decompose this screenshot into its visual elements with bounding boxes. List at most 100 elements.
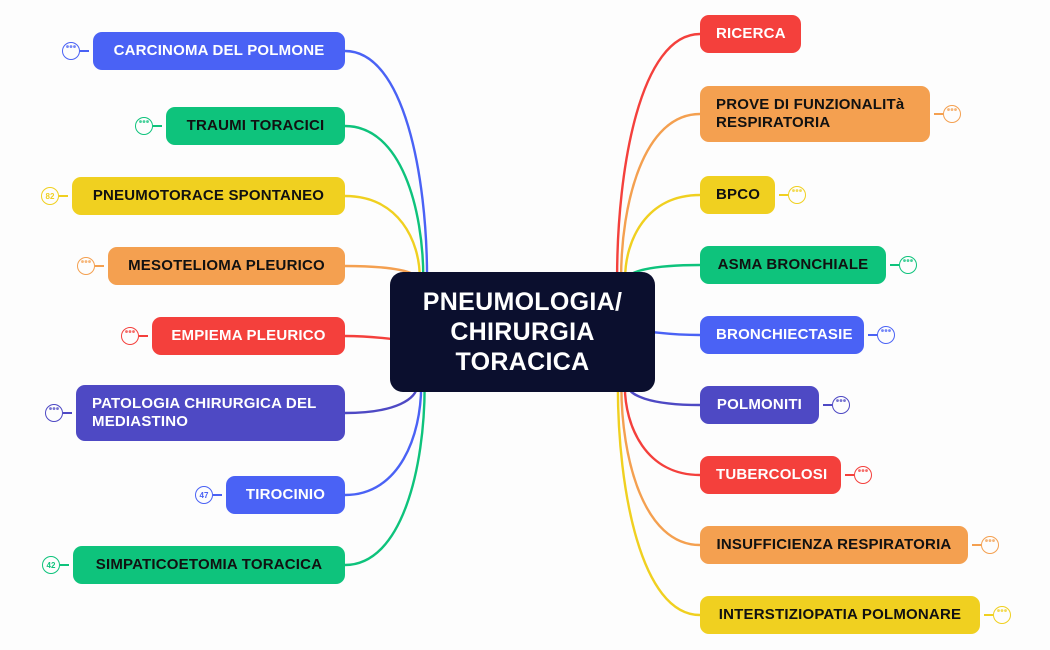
- topic-node-label: RICERCA: [716, 24, 786, 42]
- ellipsis-icon: •••: [984, 536, 996, 547]
- topic-node-label: POLMONITI: [716, 395, 803, 413]
- ellipsis-icon: •••: [138, 117, 150, 128]
- badge-connector-stub: [59, 195, 68, 197]
- topic-node-label: PNEUMOTORACE SPONTANEO: [92, 186, 325, 204]
- topic-node-label: SIMPATICOETOMIA TORACICA: [95, 555, 323, 573]
- ellipsis-icon: •••: [857, 466, 869, 477]
- badge-connector-stub: [95, 265, 104, 267]
- expand-collapse-badge[interactable]: •••: [45, 404, 63, 422]
- topic-node-label: INSUFFICIENZA RESPIRATORIA: [716, 535, 952, 553]
- branch-connector: [343, 49, 429, 280]
- topic-label-line-1: PROVE DI FUNZIONALITà: [716, 95, 905, 113]
- topic-node-label: BPCO: [716, 185, 761, 203]
- ellipsis-icon: •••: [880, 326, 892, 337]
- badge-connector-stub: [80, 50, 89, 52]
- topic-node-left-6[interactable]: TIROCINIO: [226, 476, 345, 514]
- topic-node-right-4[interactable]: BRONCHIECTASIE: [700, 316, 864, 354]
- topic-node-left-7[interactable]: SIMPATICOETOMIA TORACICA: [73, 546, 345, 584]
- central-topic-line-2: CHIRURGIA: [450, 318, 595, 346]
- topic-node-right-8[interactable]: INTERSTIZIOPATIA POLMONARE: [700, 596, 980, 634]
- expand-collapse-badge[interactable]: •••: [877, 326, 895, 344]
- ellipsis-icon: •••: [48, 404, 60, 415]
- badge-connector-stub: [139, 335, 148, 337]
- topic-label-line-1: PATOLOGIA CHIRURGICA DEL: [92, 394, 317, 412]
- expand-collapse-badge[interactable]: •••: [832, 396, 850, 414]
- branch-connector: [343, 194, 421, 280]
- branch-connector: [649, 330, 702, 337]
- topic-node-left-3[interactable]: MESOTELIOMA PLEURICO: [108, 247, 345, 285]
- topic-node-label: INTERSTIZIOPATIA POLMONARE: [718, 605, 962, 623]
- topic-node-left-0[interactable]: CARCINOMA DEL POLMONE: [93, 32, 345, 70]
- expand-collapse-badge[interactable]: •••: [121, 327, 139, 345]
- badge-connector-stub: [868, 334, 877, 336]
- expand-collapse-badge[interactable]: •••: [993, 606, 1011, 624]
- ellipsis-icon: •••: [946, 105, 958, 116]
- topic-node-label: TRAUMI TORACICI: [186, 116, 325, 134]
- child-count-badge[interactable]: 47: [195, 486, 213, 504]
- expand-collapse-badge[interactable]: •••: [981, 536, 999, 554]
- central-topic-label: PNEUMOLOGIA/ CHIRURGIA TORACICA: [404, 287, 641, 377]
- topic-node-left-4[interactable]: EMPIEMA PLEURICO: [152, 317, 345, 355]
- expand-collapse-badge[interactable]: •••: [854, 466, 872, 484]
- topic-node-label: TIROCINIO: [245, 485, 326, 503]
- badge-connector-stub: [890, 264, 899, 266]
- branch-connector: [343, 384, 426, 567]
- branch-connector: [343, 384, 423, 497]
- branch-connector: [343, 334, 396, 341]
- ellipsis-icon: •••: [124, 327, 136, 338]
- badge-connector-stub: [153, 125, 162, 127]
- topic-node-label: MESOTELIOMA PLEURICO: [128, 256, 325, 274]
- ellipsis-icon: •••: [791, 186, 803, 197]
- ellipsis-icon: •••: [80, 257, 92, 268]
- topic-node-right-2[interactable]: BPCO: [700, 176, 775, 214]
- badge-connector-stub: [972, 544, 981, 546]
- topic-node-right-5[interactable]: POLMONITI: [700, 386, 819, 424]
- child-count-badge[interactable]: 82: [41, 187, 59, 205]
- badge-connector-stub: [213, 494, 222, 496]
- topic-node-label: ASMA BRONCHIALE: [717, 255, 869, 273]
- topic-node-label: BRONCHIECTASIE: [716, 325, 853, 343]
- badge-connector-stub: [984, 614, 993, 616]
- expand-collapse-badge[interactable]: •••: [62, 42, 80, 60]
- branch-connector: [616, 384, 702, 617]
- badge-connector-stub: [934, 113, 943, 115]
- topic-node-label: EMPIEMA PLEURICO: [171, 326, 326, 344]
- topic-node-label: CARCINOMA DEL POLMONE: [113, 41, 325, 59]
- central-topic-node[interactable]: PNEUMOLOGIA/ CHIRURGIA TORACICA: [390, 272, 655, 392]
- branch-connector: [619, 112, 702, 280]
- child-count-badge[interactable]: 42: [42, 556, 60, 574]
- topic-node-right-0[interactable]: RICERCA: [700, 15, 801, 53]
- ellipsis-icon: •••: [902, 256, 914, 267]
- branch-connector: [623, 384, 702, 477]
- topic-node-left-1[interactable]: TRAUMI TORACICI: [166, 107, 345, 145]
- branch-connector: [615, 32, 702, 280]
- topic-node-right-6[interactable]: TUBERCOLOSI: [700, 456, 841, 494]
- central-topic-line-1: PNEUMOLOGIA/: [422, 288, 623, 316]
- badge-connector-stub: [823, 404, 832, 406]
- branch-connector: [620, 384, 702, 547]
- central-topic-line-3: TORACICA: [455, 348, 590, 376]
- branch-connector: [343, 124, 425, 280]
- expand-collapse-badge[interactable]: •••: [943, 105, 961, 123]
- badge-connector-stub: [60, 564, 69, 566]
- topic-node-label: TUBERCOLOSI: [716, 465, 828, 483]
- badge-connector-stub: [63, 412, 72, 414]
- topic-label-line-2: MEDIASTINO: [92, 413, 189, 430]
- badge-connector-stub: [845, 474, 854, 476]
- ellipsis-icon: •••: [65, 42, 77, 53]
- ellipsis-icon: •••: [996, 606, 1008, 617]
- badge-connector-stub: [779, 194, 788, 196]
- topic-node-right-7[interactable]: INSUFFICIENZA RESPIRATORIA: [700, 526, 968, 564]
- topic-node-left-2[interactable]: PNEUMOTORACE SPONTANEO: [72, 177, 345, 215]
- topic-node-right-3[interactable]: ASMA BRONCHIALE: [700, 246, 886, 284]
- expand-collapse-badge[interactable]: •••: [788, 186, 806, 204]
- expand-collapse-badge[interactable]: •••: [899, 256, 917, 274]
- expand-collapse-badge[interactable]: •••: [77, 257, 95, 275]
- topic-label-line-2: RESPIRATORIA: [716, 114, 831, 131]
- expand-collapse-badge[interactable]: •••: [135, 117, 153, 135]
